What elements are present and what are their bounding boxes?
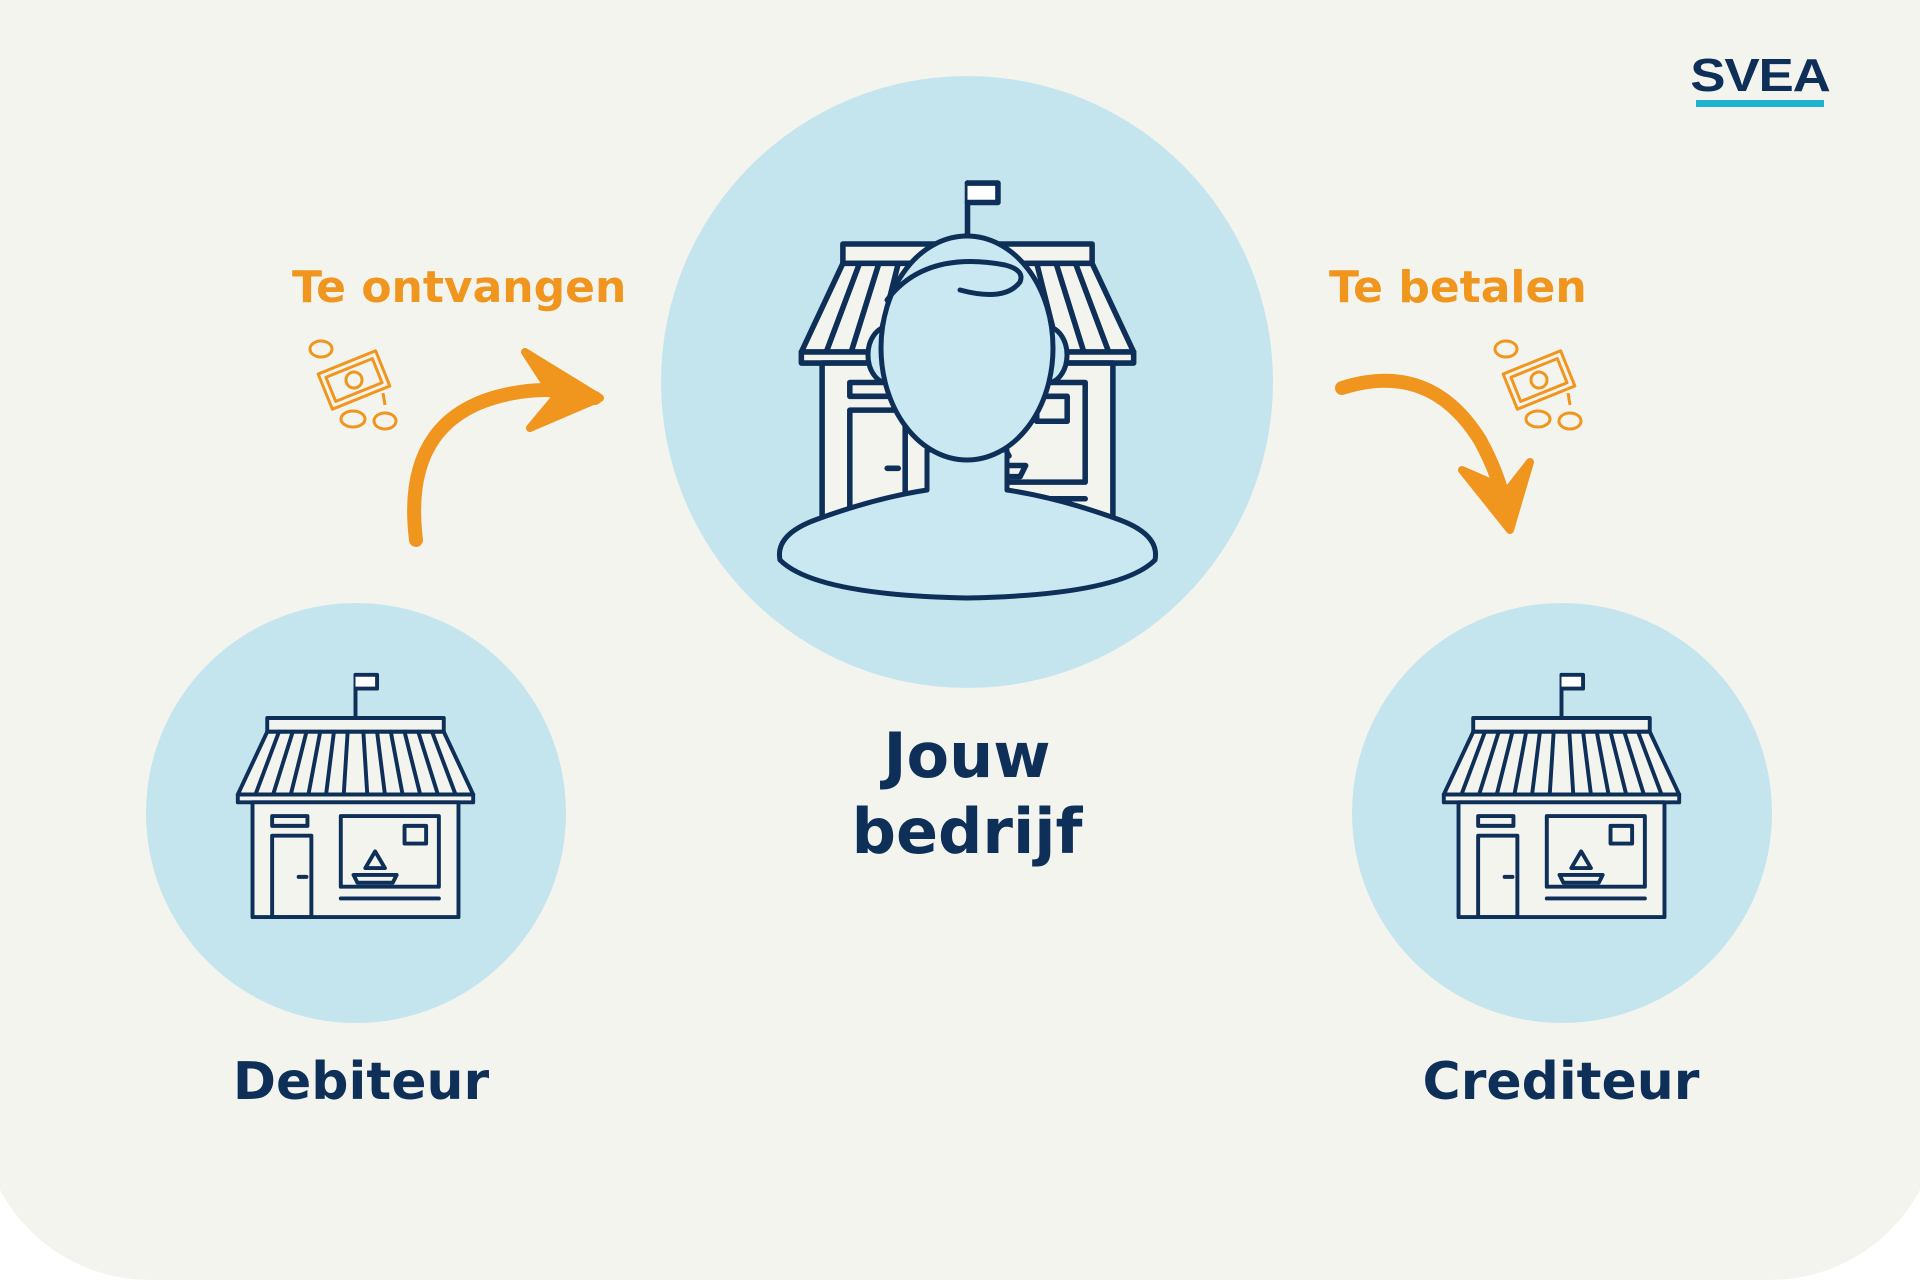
center-company-label: Jouw bedrijf <box>767 718 1167 870</box>
debtor-label: Debiteur <box>232 1052 490 1112</box>
person-icon <box>776 233 1159 601</box>
center-label-line1: Jouw <box>883 719 1051 792</box>
center-label-line2: bedrijf <box>851 795 1083 868</box>
logo-text: SVEA <box>1690 49 1831 101</box>
receive-label: Te ontvangen <box>292 262 627 313</box>
logo-underline <box>1696 100 1824 107</box>
pay-label: Te betalen <box>1329 262 1587 313</box>
svea-logo: SVEA <box>1690 52 1831 107</box>
creditor-label: Crediteur <box>1422 1052 1700 1112</box>
